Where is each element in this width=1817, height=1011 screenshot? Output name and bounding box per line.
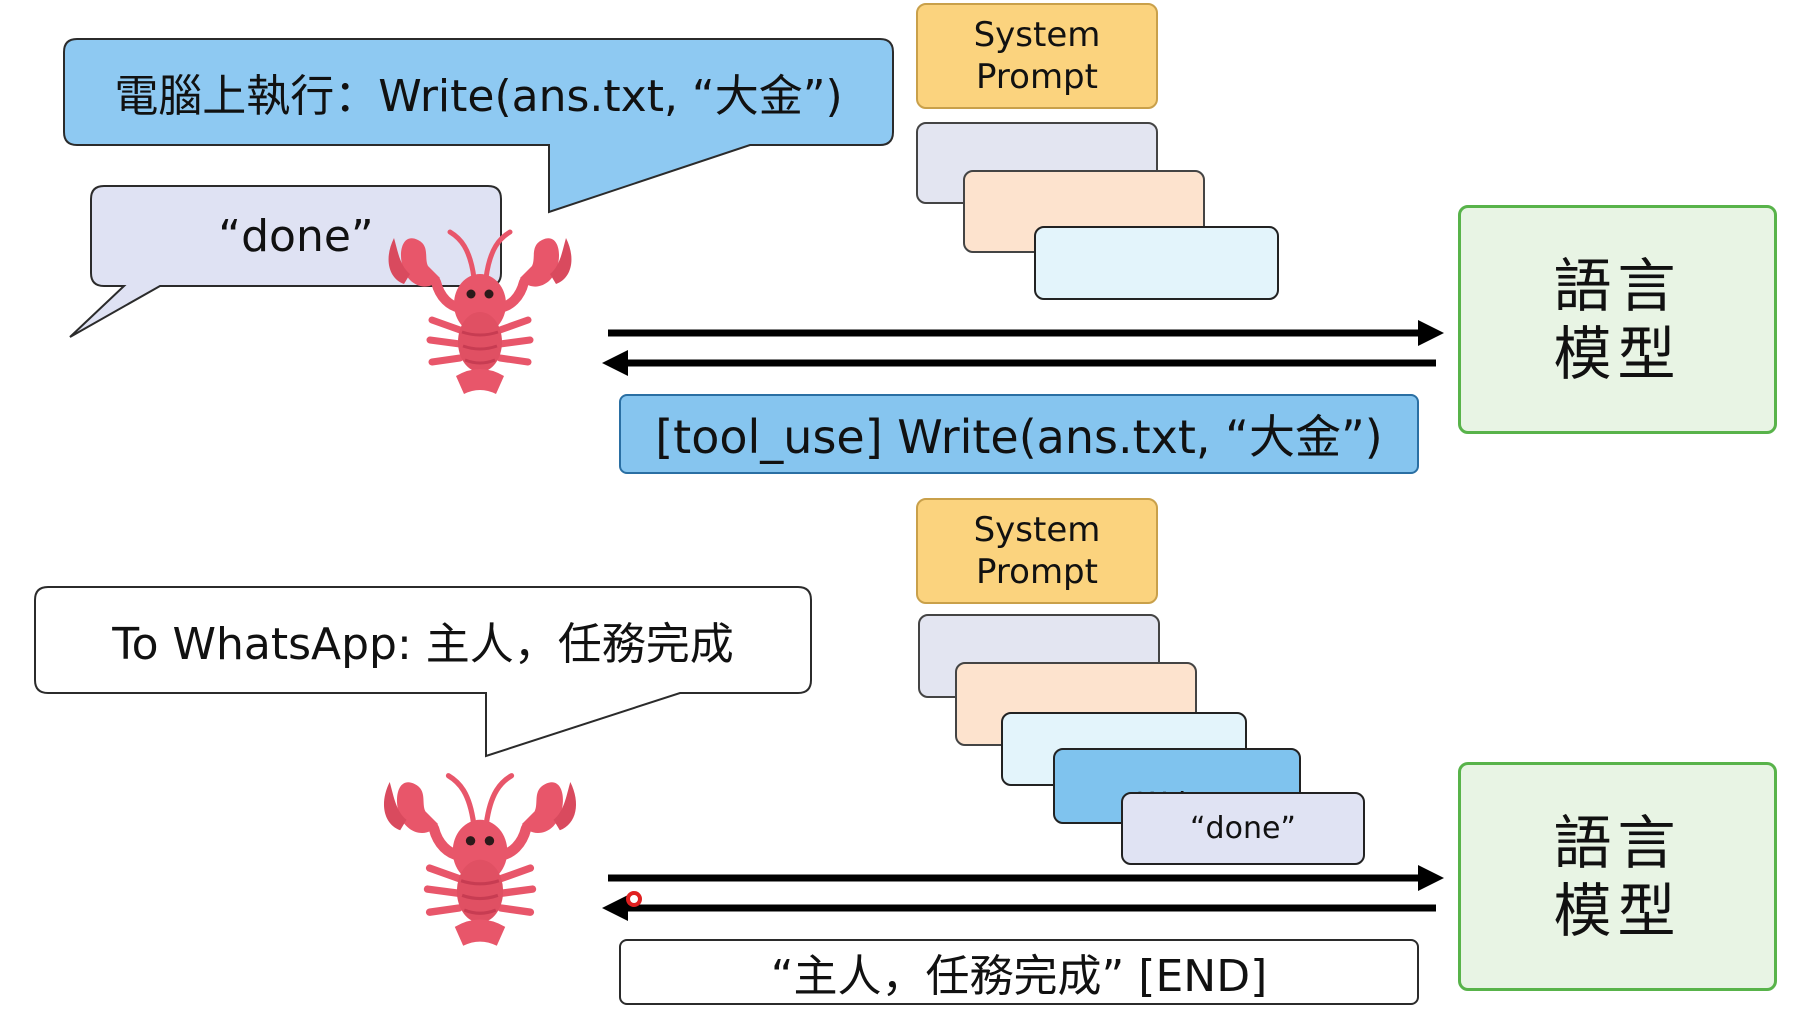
- tool-use-box: [tool_use] Write(ans.txt, “大金”): [619, 394, 1419, 474]
- context-block-done: “done”: [1121, 792, 1365, 865]
- llm-box-top: 語言 模型: [1458, 205, 1777, 434]
- speech-whatsapp-text: To WhatsApp: 主人，任務完成: [112, 619, 734, 670]
- speech-bubble-done: [69, 185, 502, 338]
- end-message-box: “主人，任務完成” [END]: [619, 939, 1419, 1005]
- cursor-dot-icon: [626, 891, 642, 907]
- arrow-to-llm-top: [608, 320, 1444, 346]
- speech-done-text: “done”: [218, 210, 374, 262]
- arrow-to-llm-bottom: [608, 865, 1444, 891]
- speech-computer-text: 電腦上執行：Write(ans.txt, “大金”): [114, 71, 843, 122]
- speech-bubble-computer: [63, 38, 894, 214]
- arrow-from-llm-bottom: [602, 895, 1436, 921]
- system-prompt-top: System Prompt: [916, 3, 1158, 109]
- system-prompt-bottom: System Prompt: [916, 498, 1158, 604]
- llm-box-bottom: 語言 模型: [1458, 762, 1777, 991]
- arrow-from-llm-top: [602, 350, 1436, 376]
- speech-bubble-whatsapp: [34, 586, 812, 758]
- context-block-top-3: [1034, 226, 1279, 300]
- lobster-bottom-icon: [384, 776, 576, 946]
